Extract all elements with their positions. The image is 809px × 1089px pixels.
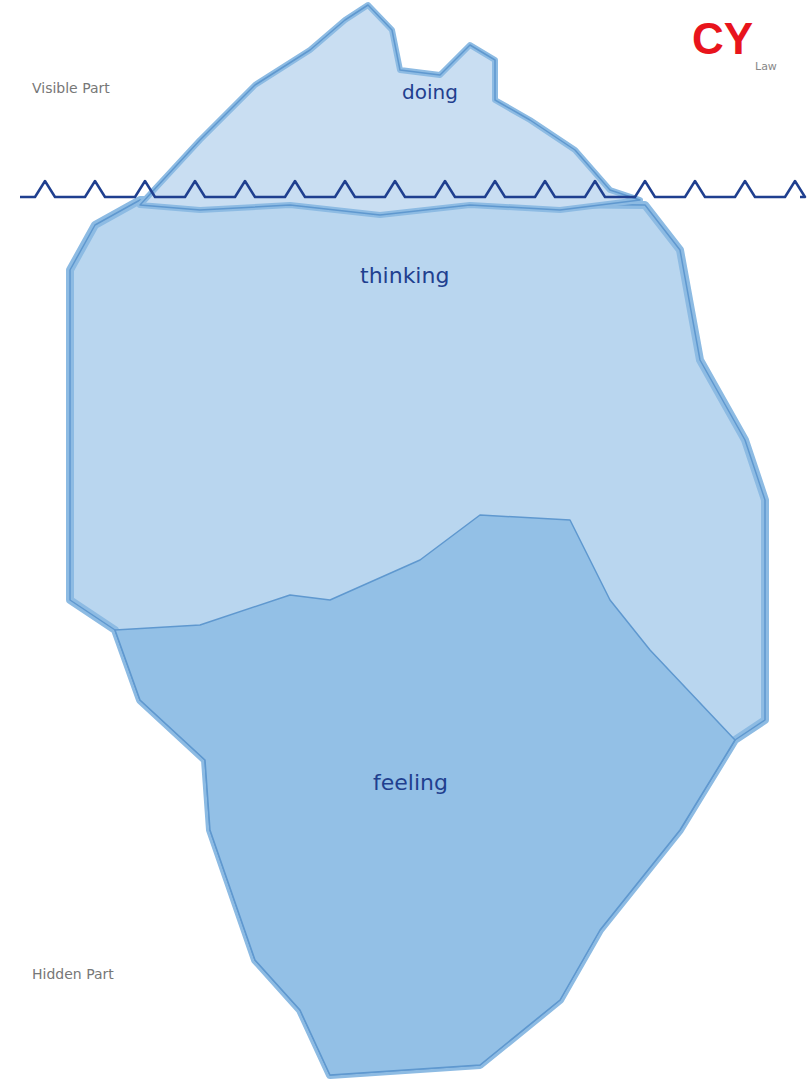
- iceberg-layer: thinking: [352, 259, 457, 292]
- iceberg-layer: feeling: [365, 766, 456, 799]
- zone-label: Visible Part: [32, 80, 110, 96]
- zone-label: Hidden Part: [32, 966, 114, 982]
- layer-name: feeling: [373, 770, 448, 795]
- iceberg-body: [70, 200, 765, 1075]
- waterline: [20, 181, 805, 197]
- iceberg-layer: doing: [394, 76, 466, 108]
- iceberg-peak-edge: [140, 5, 640, 215]
- layer-name: thinking: [360, 263, 449, 288]
- iceberg-body-edge: [70, 200, 765, 1075]
- feeling-region: [115, 515, 735, 1075]
- layer-name: doing: [402, 80, 458, 104]
- heading-fragment: CY: [692, 14, 753, 64]
- subtitle-fragment: Law: [755, 60, 777, 73]
- iceberg-peak: [140, 5, 640, 215]
